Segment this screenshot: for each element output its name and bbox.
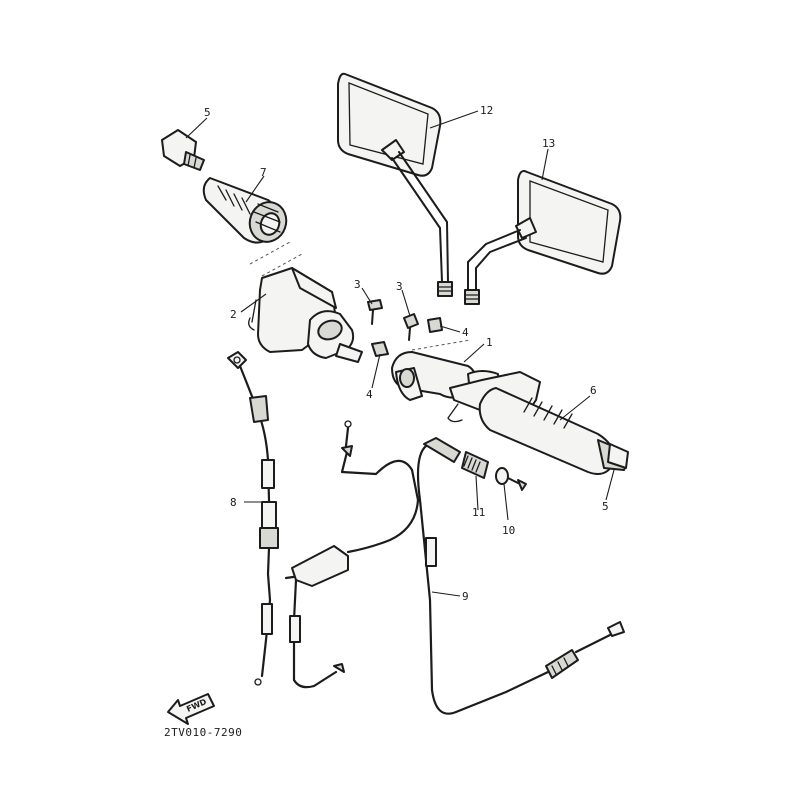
callout-3-left: 3 — [354, 278, 361, 291]
callout-9: 9 — [462, 590, 469, 603]
callout-12: 12 — [480, 104, 493, 117]
cable-adjuster — [461, 451, 489, 479]
drawing-code: 2TV010-7290 — [164, 726, 242, 739]
left-grip — [478, 387, 628, 475]
callout-1: 1 — [486, 336, 493, 349]
callout-4-right: 4 — [462, 326, 469, 339]
screw-4-right — [427, 317, 443, 333]
callout-4-left: 4 — [366, 388, 373, 401]
screw-4-left — [371, 341, 389, 357]
callout-6: 6 — [590, 384, 597, 397]
callout-5-bottom: 5 — [602, 500, 609, 513]
cable-junction — [289, 420, 420, 689]
mirror-right — [464, 170, 622, 305]
screw-3-left — [367, 299, 383, 325]
screw-3-right — [403, 313, 419, 341]
callout-2: 2 — [230, 308, 237, 321]
fwd-direction-arrow: FWD — [167, 693, 215, 725]
throttle-grip — [202, 177, 288, 244]
grip-end-bolt-lower — [607, 443, 629, 469]
callout-11: 11 — [472, 506, 485, 519]
callout-3-right: 3 — [396, 280, 403, 293]
callout-5-top: 5 — [204, 106, 211, 119]
callout-13: 13 — [542, 137, 555, 150]
callout-numbers: 1 2 3 3 4 4 5 5 6 7 8 9 10 11 12 13 — [204, 104, 609, 603]
right-switch-housing — [248, 241, 363, 363]
callout-10: 10 — [502, 524, 515, 537]
grip-end-bolt-upper — [161, 129, 205, 171]
leader-lines — [185, 110, 615, 597]
throttle-cable — [227, 351, 302, 686]
clutch-cable — [416, 437, 625, 715]
callout-7: 7 — [260, 166, 267, 179]
mirror-left — [337, 72, 453, 297]
locknut — [495, 467, 527, 491]
callout-8: 8 — [230, 496, 237, 509]
